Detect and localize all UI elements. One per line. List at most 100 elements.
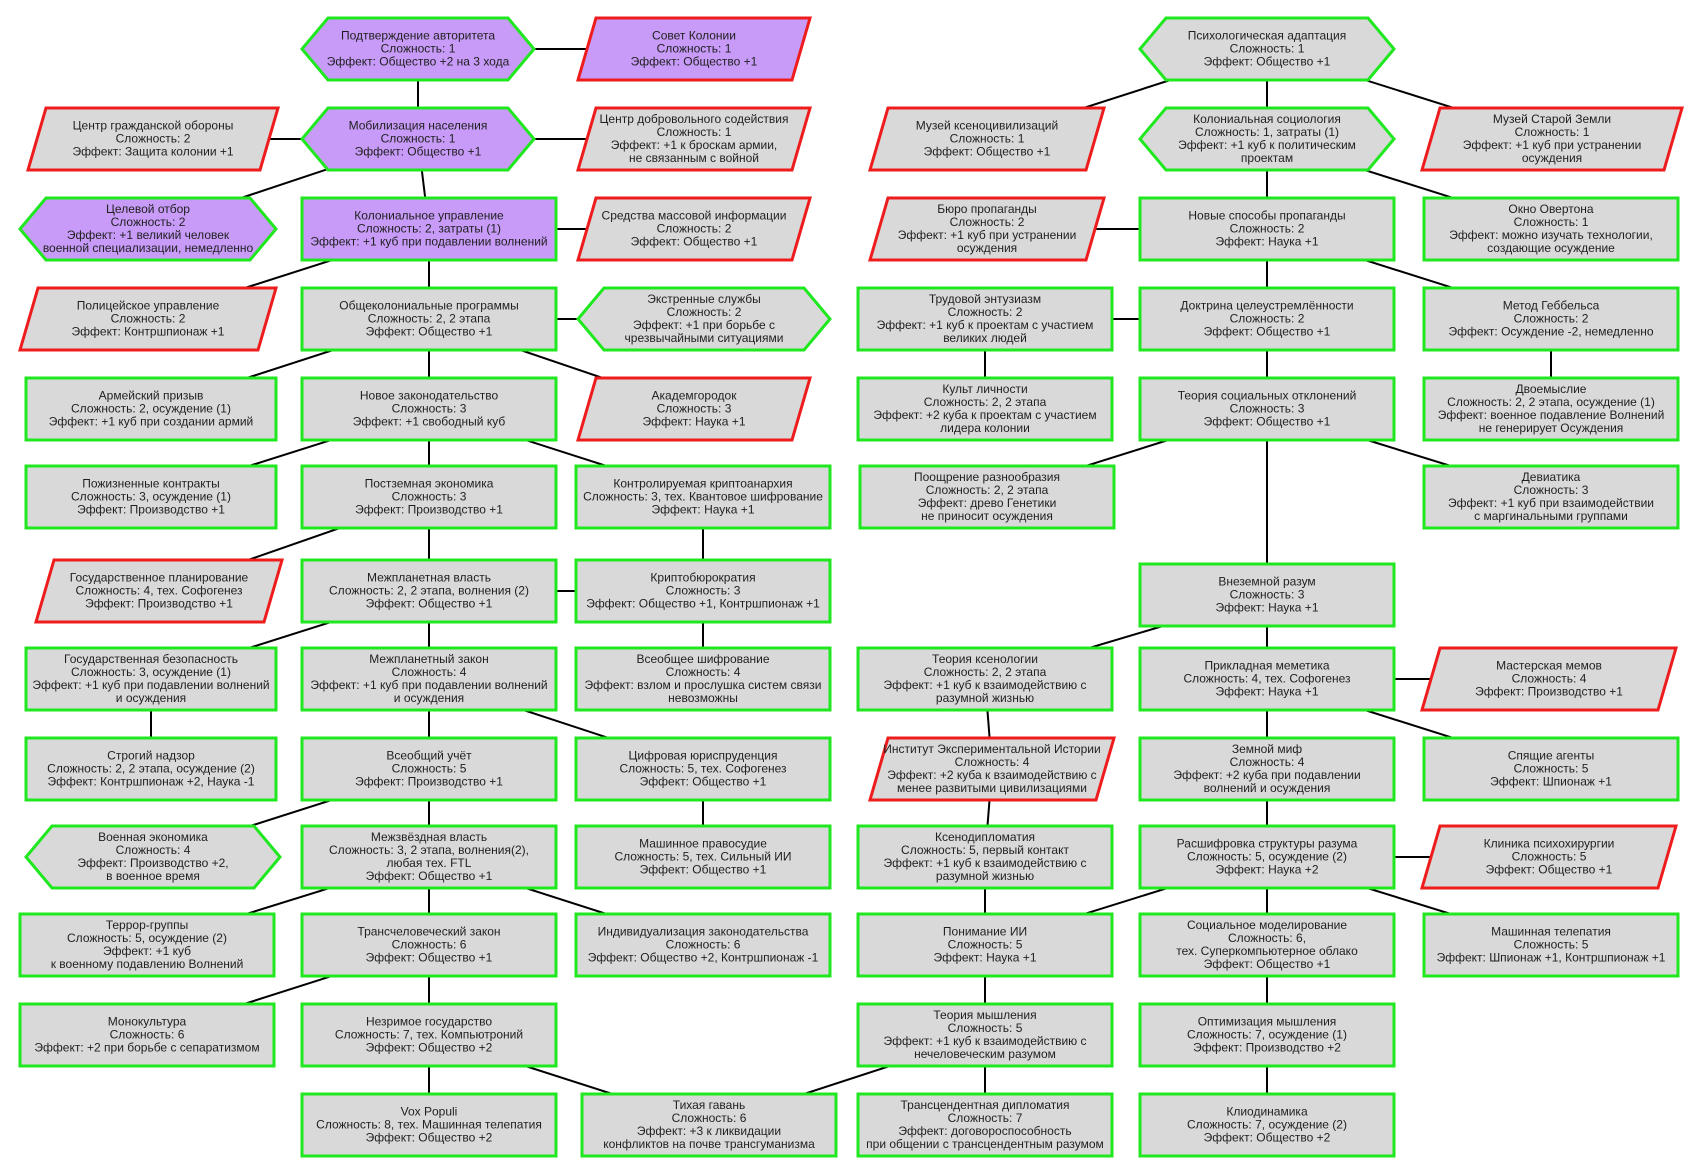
node-detail-line: Сложность: 2, 2 этапа, осуждение (1) xyxy=(1447,395,1655,409)
node-detail-line: Сложность: 6, xyxy=(1228,931,1306,945)
node-detail-line: и осуждения xyxy=(116,691,186,705)
node-detail-line: Сложность: 8, тех. Машинная телепатия xyxy=(316,1118,542,1132)
node-detail-line: любая тех. FTL xyxy=(387,856,472,870)
node-detail-line: Эффект: Общество +2 xyxy=(1204,1131,1331,1145)
node-detail-line: волнений и осуждения xyxy=(1204,781,1331,795)
node-title: Полицейское управление xyxy=(77,299,220,313)
node-detail-line: Эффект: Общество +1 xyxy=(1204,55,1331,69)
node-title: Мастерская мемов xyxy=(1496,659,1602,673)
node-title: Всеобщий учёт xyxy=(386,749,472,763)
node-title: Vox Populi xyxy=(401,1105,458,1119)
node-detail-line: Сложность: 5 xyxy=(948,1021,1023,1035)
node-title: Совет Колонии xyxy=(652,29,736,43)
node-detail-line: Сложность: 7 xyxy=(948,1111,1023,1125)
node-detail-line: Эффект: +1 при борьбе с xyxy=(633,318,775,332)
node-title: Контролируемая криптоанархия xyxy=(613,477,792,491)
node-shape-rect xyxy=(574,464,832,530)
node-detail-line: Сложность: 2 xyxy=(667,305,742,319)
node-detail-line: невозможны xyxy=(668,691,738,705)
node-shape-rect xyxy=(574,646,832,712)
node-shape-rect xyxy=(1138,376,1396,442)
node-title: Внеземной разум xyxy=(1218,575,1315,589)
